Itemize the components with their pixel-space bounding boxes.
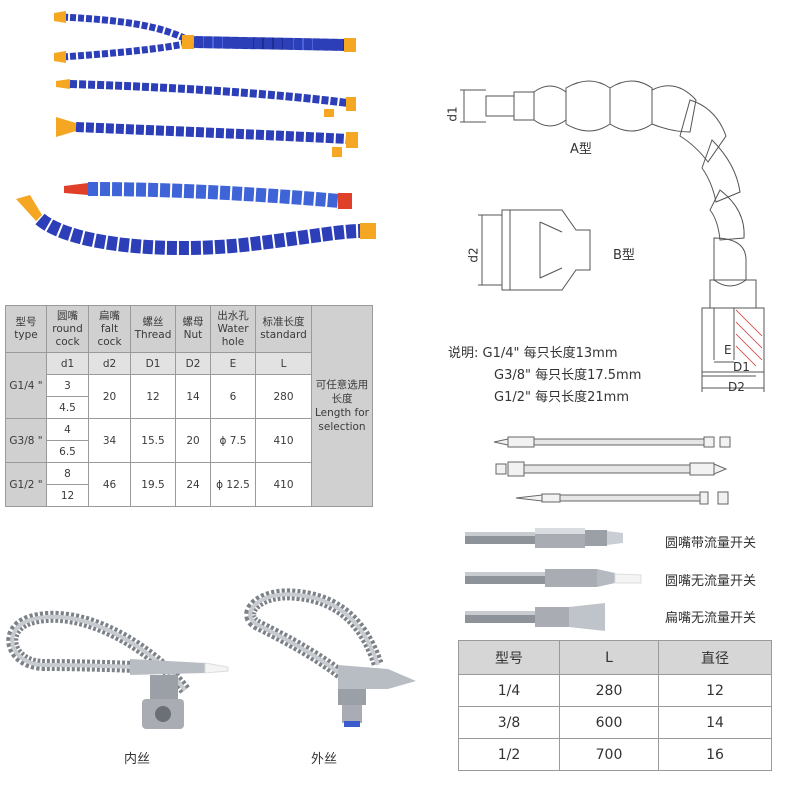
d2-cell: 46 bbox=[88, 462, 131, 507]
type-cell: G1/2 " bbox=[5, 462, 47, 507]
type-cell: G1/4 " bbox=[5, 352, 47, 419]
hose-red-tip bbox=[64, 182, 352, 209]
d2-cell: 20 bbox=[88, 374, 131, 419]
subheader-cell: d2 bbox=[88, 352, 131, 375]
type-cell: 3/8 bbox=[458, 706, 560, 739]
length-cell: 600 bbox=[559, 706, 659, 739]
note-title: 说明: bbox=[448, 346, 479, 361]
technical-drawing bbox=[460, 80, 765, 392]
type-cell: 1/4 bbox=[458, 674, 560, 707]
d2-cell: 34 bbox=[88, 418, 131, 463]
header-cell: L bbox=[559, 640, 659, 675]
pipe-line-drawings bbox=[493, 436, 731, 505]
note-line: G1/2" 每只长度21mm bbox=[494, 390, 629, 405]
d1-label: d1 bbox=[445, 106, 460, 122]
thread-cell: 15.5 bbox=[130, 418, 176, 463]
type-b-label: B型 bbox=[613, 248, 635, 263]
header-cell: 型号 bbox=[458, 640, 560, 675]
type-a-label: A型 bbox=[570, 142, 592, 157]
nozzle-photo-round bbox=[465, 569, 642, 587]
subheader-cell: E bbox=[210, 352, 256, 375]
subheader-cell: L bbox=[255, 352, 312, 375]
diameter-cell: 14 bbox=[658, 706, 772, 739]
male-thread-hose-photo bbox=[244, 588, 416, 727]
male-thread-label: 外丝 bbox=[311, 752, 338, 767]
d1-cell: 6.5 bbox=[46, 440, 89, 463]
d1-cell: 4.5 bbox=[46, 396, 89, 419]
table-row: 3/8 600 14 bbox=[458, 706, 772, 739]
type-cell: G3/8 " bbox=[5, 418, 47, 463]
nut-cell: 14 bbox=[175, 374, 211, 419]
nut-cell: 24 bbox=[175, 462, 211, 507]
female-thread-label: 内丝 bbox=[124, 752, 151, 767]
table-row: 1/2 700 16 bbox=[458, 738, 772, 771]
product-label-round: 圆嘴无流量开关 bbox=[665, 574, 757, 589]
type-cell: 1/2 bbox=[458, 738, 560, 771]
diameter-cell: 16 bbox=[658, 738, 772, 771]
product-label-round-switch: 圆嘴带流量开关 bbox=[665, 536, 757, 551]
dim-d2-label: D2 bbox=[728, 380, 745, 394]
table-row: 1/4 280 12 bbox=[458, 674, 772, 707]
hose-flat-tip bbox=[56, 117, 358, 157]
d1-cell: 12 bbox=[46, 484, 89, 507]
length-cell: 410 bbox=[255, 462, 312, 507]
subheader-cell: d1 bbox=[46, 352, 89, 375]
subheader-cell: D2 bbox=[175, 352, 211, 375]
hose-curved-orange-tip bbox=[16, 195, 376, 255]
selection-cell: 可任意选用长度 Length for selection bbox=[311, 305, 373, 507]
header-cell: 直径 bbox=[658, 640, 772, 675]
product-label-flat: 扁嘴无流量开关 bbox=[665, 611, 757, 626]
coolant-hoses-photo bbox=[16, 11, 376, 255]
dim-d1-label: D1 bbox=[733, 360, 750, 374]
d1-cell: 3 bbox=[46, 374, 89, 397]
length-cell: 280 bbox=[559, 674, 659, 707]
length-cell: 410 bbox=[255, 418, 312, 463]
note-line: G1/4" 每只长度13mm bbox=[482, 346, 618, 361]
female-thread-hose-photo bbox=[6, 610, 229, 729]
size-table: 型号 L 直径 1/4 280 12 3/8 600 14 1/2 700 16 bbox=[458, 640, 772, 771]
hole-cell: ϕ 7.5 bbox=[210, 418, 256, 463]
thread-cell: 12 bbox=[130, 374, 176, 419]
length-cell: 280 bbox=[255, 374, 312, 419]
d1-cell: 4 bbox=[46, 418, 89, 441]
note-line: G3/8" 每只长度17.5mm bbox=[494, 368, 642, 383]
length-cell: 700 bbox=[559, 738, 659, 771]
hole-cell: ϕ 12.5 bbox=[210, 462, 256, 507]
hose-round-tip-small bbox=[56, 79, 356, 117]
nozzle-photo-round-switch bbox=[465, 528, 623, 548]
hose-y-splitter bbox=[54, 11, 356, 63]
hole-cell: 6 bbox=[210, 374, 256, 419]
nut-cell: 20 bbox=[175, 418, 211, 463]
nozzle-photo-flat bbox=[465, 603, 605, 631]
dim-e-label: E bbox=[724, 343, 732, 357]
subheader-cell: D1 bbox=[130, 352, 176, 375]
thread-cell: 19.5 bbox=[130, 462, 176, 507]
d1-cell: 8 bbox=[46, 462, 89, 485]
diameter-cell: 12 bbox=[658, 674, 772, 707]
d2-label: d2 bbox=[466, 247, 481, 263]
length-note: 说明: G1/4" 每只长度13mm G3/8" 每只长度17.5mm G1/2… bbox=[448, 343, 641, 409]
